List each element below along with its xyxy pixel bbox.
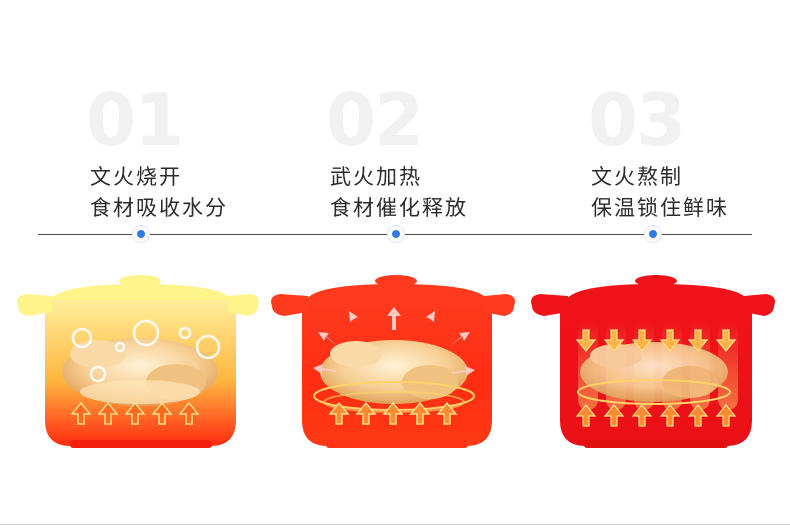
- bottom-divider: [0, 524, 790, 525]
- pot-1-lid: [50, 284, 232, 300]
- bubble-icon: [71, 319, 221, 383]
- heat-ring-icon: [577, 379, 731, 405]
- pot-1: [17, 275, 259, 448]
- pot-1-handle-left: [17, 294, 52, 316]
- pot-3-knob: [635, 275, 677, 287]
- pot-2-knob: [375, 275, 417, 287]
- arrow-up-icon: [575, 404, 737, 427]
- pot-1-handle-right: [228, 294, 259, 316]
- step-2-subtitle: 食材催化释放: [330, 196, 468, 220]
- step-1-number: 01: [86, 78, 184, 162]
- pot-1-knob: [119, 275, 161, 287]
- step-3-marker-icon: [645, 226, 661, 242]
- pot-3-handle-left: [531, 294, 568, 316]
- pot-1-foot: [70, 440, 212, 448]
- step-1-subtitle: 食材吸收水分: [90, 196, 228, 220]
- chicken-icon: [580, 342, 728, 402]
- arrow-up-icon: [70, 401, 200, 425]
- pot-2-foot: [326, 440, 468, 448]
- step-2-number: 02: [326, 78, 424, 162]
- arrow-up-icon: [328, 401, 458, 425]
- step-2-title: 武火加热: [330, 165, 422, 189]
- step-1-marker-icon: [133, 226, 149, 242]
- pot-3-foot: [584, 440, 728, 448]
- step-3-subtitle: 保温锁住鲜味: [591, 196, 729, 220]
- step-3-number: 03: [588, 78, 686, 162]
- pot-2-handle-right: [484, 294, 515, 316]
- step-2-marker-icon: [388, 226, 404, 242]
- pot-3: [531, 275, 775, 448]
- pot-3-handle-right: [744, 294, 775, 316]
- step-1-title: 文火烧开: [90, 165, 182, 189]
- chicken-icon: [320, 340, 468, 404]
- pot-3-lid: [566, 284, 748, 300]
- arrow-diagonal-icon: [313, 307, 475, 376]
- arrow-down-icon: [575, 329, 737, 352]
- pot-2-lid: [306, 284, 488, 300]
- pot-2: [271, 275, 515, 448]
- chicken-icon: [62, 338, 218, 406]
- pot-2-handle-left: [271, 294, 308, 316]
- step-3-title: 文火熬制: [591, 165, 683, 189]
